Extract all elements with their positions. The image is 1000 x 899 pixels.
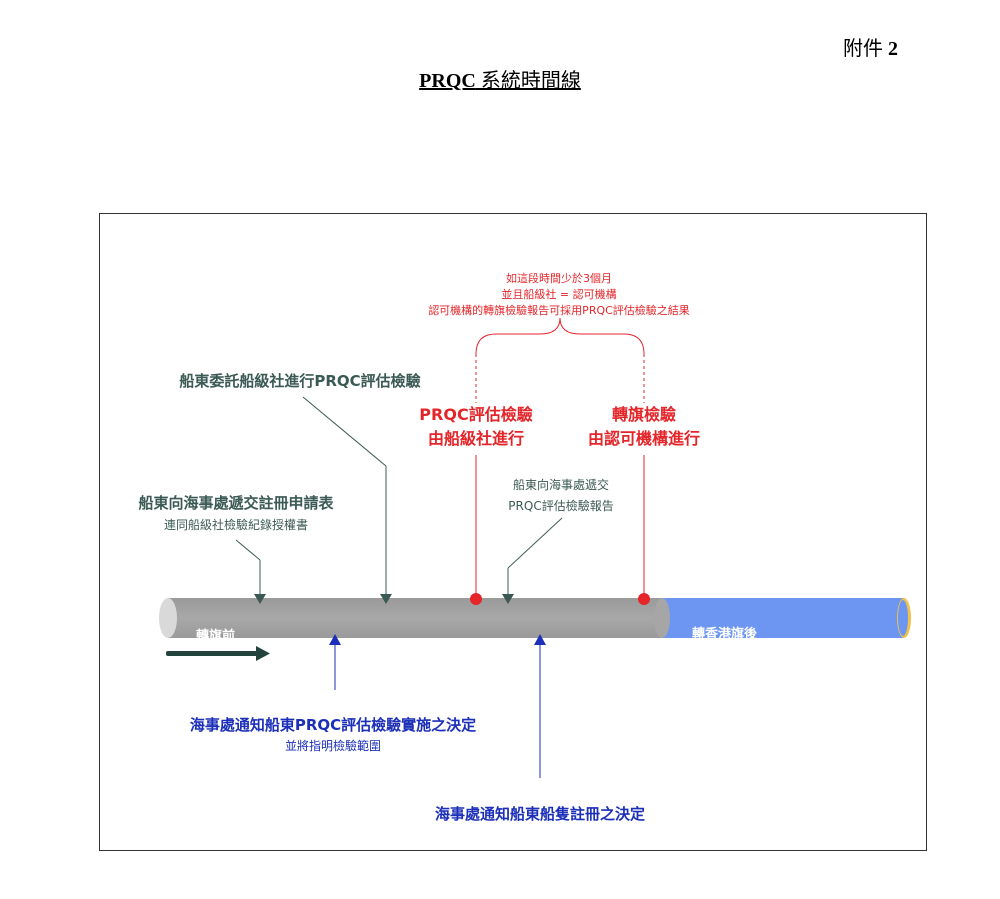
title-bold: PRQC: [419, 70, 476, 92]
md-notify-sub: 並將指明檢驗範圍: [284, 739, 382, 753]
after-transfer-label: 轉香港旗後: [692, 627, 758, 642]
md-register-label: 海事處通知船東船隻註冊之決定: [434, 805, 646, 823]
annex-label: 附件 2: [843, 32, 898, 61]
title-rest: 系統時間線: [475, 70, 581, 92]
report-leader: [507, 517, 563, 569]
prqc-survey-line2: 由船級社進行: [427, 429, 525, 448]
after-transfer-bar: [660, 598, 911, 638]
prqc-survey-line1: PRQC評估檢驗: [419, 405, 533, 424]
direction-arrow-icon: [166, 646, 270, 661]
transfer-survey-line1: 轉旗檢驗: [611, 405, 677, 424]
submit-leader: [235, 539, 261, 561]
timeline-frame: [99, 213, 927, 851]
annex-number: 2: [888, 38, 898, 60]
annex-text: 附件: [843, 38, 883, 60]
owner-report-line2: PRQC評估檢驗報告: [508, 499, 614, 513]
md-register-arrow-icon: [534, 634, 546, 645]
report-arrow-icon: [502, 594, 514, 604]
owner-commission-label: 船東委託船級社進行PRQC評估檢驗: [179, 372, 421, 390]
md-notify-arrow-icon: [329, 634, 341, 645]
period-brace: [475, 317, 645, 355]
before-transfer-label: 轉旗前: [196, 629, 236, 644]
before-transfer-bar: [159, 598, 670, 638]
commission-arrow-icon: [380, 594, 392, 604]
note-line2: 並且船級社 = 認可機構: [501, 288, 617, 301]
md-notify-title: 海事處通知船東PRQC評估檢驗實施之決定: [189, 716, 477, 734]
note-line3: 認可機構的轉旗檢驗報告可採用PRQC評估檢驗之結果: [428, 304, 690, 317]
transfer-survey-line2: 由認可機構進行: [587, 429, 701, 448]
owner-report-line1: 船東向海事處遞交: [512, 478, 610, 492]
transfer-dot: [638, 593, 650, 605]
owner-submit-title: 船東向海事處遞交註冊申請表: [138, 494, 334, 512]
submit-arrow-icon: [254, 594, 266, 604]
note-line1: 如這段時間少於3個月: [506, 272, 612, 285]
prqc-dot: [470, 593, 482, 605]
commission-leader: [302, 396, 387, 467]
page-title: PRQC 系統時間線: [0, 64, 1000, 93]
owner-submit-sub: 連同船級社檢驗紀錄授權書: [163, 518, 309, 532]
